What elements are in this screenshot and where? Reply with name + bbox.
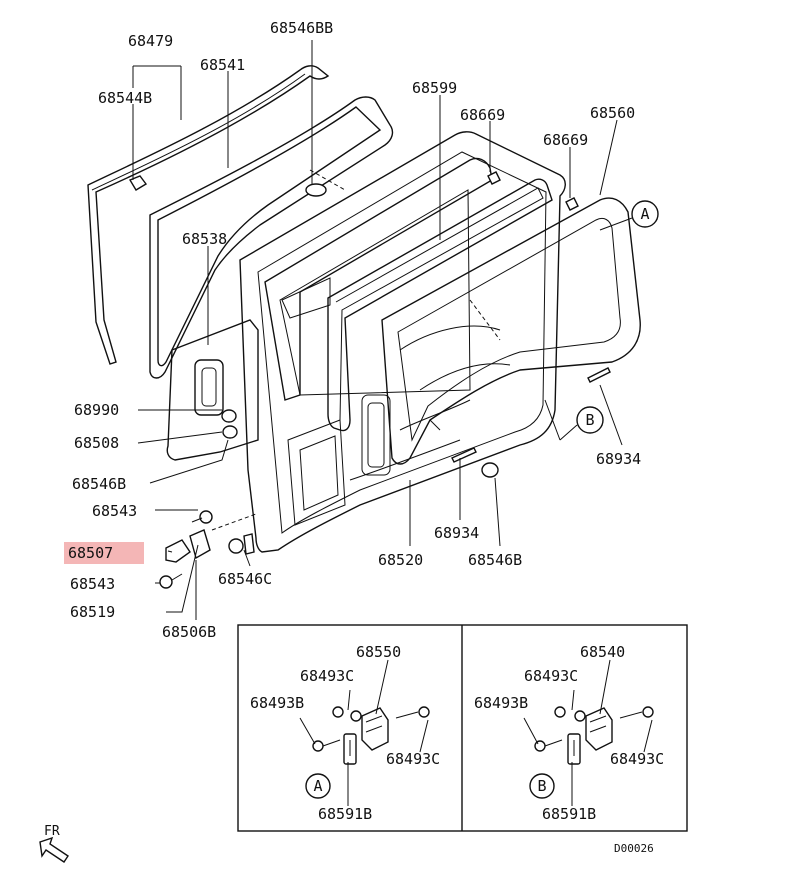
clip-68544B (128, 175, 148, 191)
striker-68506B (189, 529, 211, 560)
label-68546BB: 68546BB (270, 19, 333, 37)
diagram-code: D00026 (614, 842, 654, 855)
callout-A-main: A (599, 200, 659, 231)
liner-68538 (166, 319, 259, 461)
label-68546B-bottom: 68546B (468, 551, 522, 569)
label-68538: 68538 (182, 230, 227, 248)
clip-68669b (565, 197, 579, 211)
bushing-68546C (228, 533, 255, 555)
label-68493B-A: 68493B (250, 694, 304, 712)
plug-68546BB (305, 183, 327, 197)
label-68540: 68540 (580, 643, 625, 661)
callout-B-main: B (544, 399, 604, 441)
label-68506B: 68506B (162, 623, 216, 641)
label-68560: 68560 (590, 104, 635, 122)
grommet-68990 (221, 409, 237, 423)
label-68493B-B: 68493B (474, 694, 528, 712)
label-68544B: 68544B (98, 89, 152, 107)
label-68493C-B-right: 68493C (610, 750, 664, 768)
strip-68934-right (587, 367, 611, 383)
plug-68508 (222, 425, 238, 439)
label-68519: 68519 (70, 603, 115, 621)
hinge-detail-B: B 68540 68493C 68493B 68493C 68591B (474, 643, 664, 823)
label-68543-a: 68543 (92, 502, 137, 520)
tailgate-panel-68520 (239, 131, 566, 553)
label-68507-highlight (64, 542, 144, 564)
label-68546B-left: 68546B (72, 475, 126, 493)
label-68591B-A: 68591B (318, 805, 372, 823)
plug-68546B-bottom (481, 462, 499, 478)
leader-lines (132, 40, 623, 620)
hinge-detail-box (237, 624, 688, 832)
svg-text:A: A (313, 777, 322, 795)
label-68493C-B-top: 68493C (524, 667, 578, 685)
label-68990: 68990 (74, 401, 119, 419)
weatherstrip-68479 (87, 65, 330, 365)
label-68669-a: 68669 (460, 106, 505, 124)
label-68669-b: 68669 (543, 131, 588, 149)
label-68934-bottom: 68934 (434, 524, 479, 542)
bolt-68543a (191, 510, 213, 524)
label-68493C-A-top: 68493C (300, 667, 354, 685)
fr-label: FR (44, 824, 60, 839)
label-68493C-A-right: 68493C (386, 750, 440, 768)
part-labels: 68479 68544B 68541 68546BB 68599 68669 6… (64, 19, 641, 641)
label-68508: 68508 (74, 434, 119, 452)
svg-text:B: B (537, 777, 546, 795)
label-68550: 68550 (356, 643, 401, 661)
label-68934-right: 68934 (596, 450, 641, 468)
glass-68541 (149, 96, 394, 379)
bolt-68543b (159, 573, 183, 589)
seal-68599 (327, 178, 553, 432)
strip-68934-bottom (451, 447, 477, 463)
svg-text:B: B (585, 411, 594, 429)
label-68591B-B: 68591B (542, 805, 596, 823)
label-68599: 68599 (412, 79, 457, 97)
trim-68560 (381, 197, 641, 465)
label-68520: 68520 (378, 551, 423, 569)
direction-indicator: FR (39, 824, 69, 863)
fr-arrow-icon (39, 836, 69, 863)
label-68543-b: 68543 (70, 575, 115, 593)
hinge-detail-A: A 68550 68493C 68493B 68493C 68591B (250, 643, 440, 823)
clip-68669a (487, 171, 501, 185)
label-68507: 68507 (68, 544, 113, 562)
bumper-68507 (165, 539, 191, 563)
label-68546C: 68546C (218, 570, 272, 588)
svg-text:A: A (640, 205, 649, 223)
label-68541: 68541 (200, 56, 245, 74)
label-68479: 68479 (128, 32, 173, 50)
